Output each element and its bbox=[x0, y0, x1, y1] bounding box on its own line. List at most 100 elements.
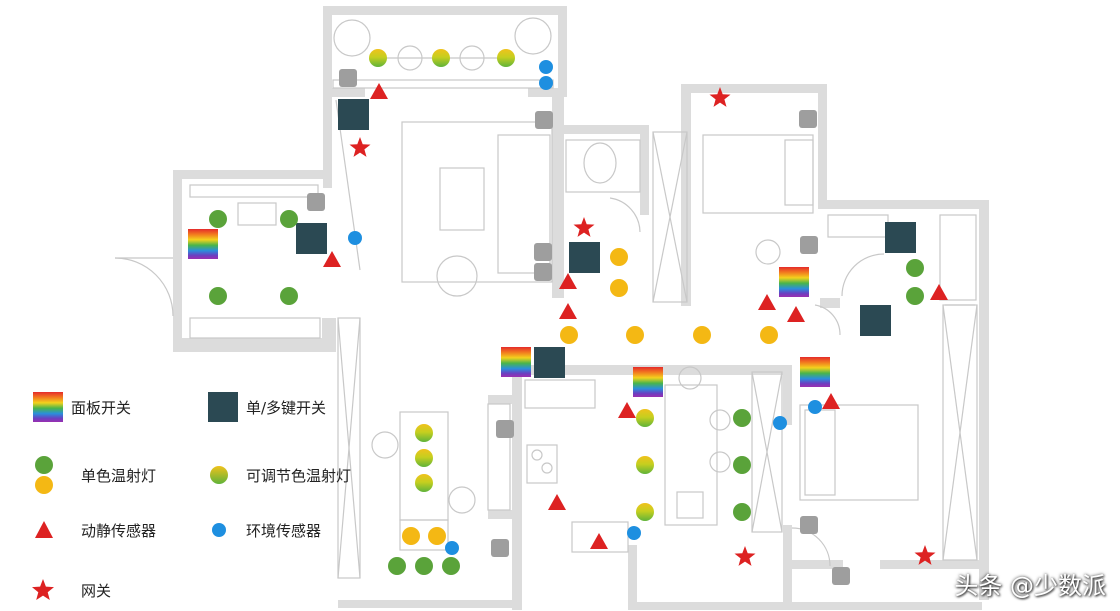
motion-sensor bbox=[370, 83, 388, 99]
legend-env-sensor: 环境传感器 bbox=[208, 519, 321, 541]
multi-key-switch bbox=[534, 347, 565, 378]
env-sensor bbox=[539, 76, 553, 90]
gray-devices bbox=[307, 69, 850, 585]
motion-sensor bbox=[590, 533, 608, 549]
multi-key-switch-swatch bbox=[208, 392, 238, 422]
single-light-swatch bbox=[35, 456, 53, 494]
legend-gateway: 网关 bbox=[31, 578, 111, 602]
panel-switch bbox=[800, 357, 830, 387]
single-light bbox=[733, 409, 751, 427]
single-light bbox=[733, 503, 751, 521]
single-light bbox=[760, 326, 778, 344]
panel-switch bbox=[779, 267, 809, 297]
legend-tunable-light: 可调节色温射灯 bbox=[208, 464, 351, 486]
tunable-light bbox=[415, 449, 433, 467]
single-light bbox=[610, 279, 628, 297]
single-light bbox=[209, 210, 227, 228]
single-light bbox=[906, 287, 924, 305]
single-light bbox=[280, 287, 298, 305]
motion-sensor bbox=[323, 251, 341, 267]
legend-single-color-light: 单色温射灯 bbox=[33, 455, 156, 495]
device bbox=[800, 516, 818, 534]
gateway-star bbox=[709, 87, 731, 107]
watermark: 头条 @少数派 bbox=[954, 572, 1106, 600]
env-sensor bbox=[808, 400, 822, 414]
legend-label: 单/多键开关 bbox=[246, 398, 327, 417]
tunable-light bbox=[369, 49, 387, 67]
device bbox=[339, 69, 357, 87]
legend-label: 可调节色温射灯 bbox=[246, 466, 352, 485]
device bbox=[534, 243, 552, 261]
legend-label: 网关 bbox=[81, 581, 112, 600]
gateway-star bbox=[734, 546, 756, 566]
tunable-light bbox=[415, 474, 433, 492]
single-light bbox=[610, 248, 628, 266]
env-sensor bbox=[348, 231, 362, 245]
env-sensor bbox=[773, 416, 787, 430]
motion-sensor bbox=[559, 273, 577, 289]
device bbox=[800, 236, 818, 254]
multi-key-switch bbox=[569, 242, 600, 273]
tunable-light bbox=[497, 49, 515, 67]
panel-switch bbox=[501, 347, 531, 377]
triangle-icon bbox=[35, 521, 53, 538]
tunable-light bbox=[636, 456, 654, 474]
motion-sensor bbox=[548, 494, 566, 510]
legend-label: 环境传感器 bbox=[246, 521, 322, 540]
legend-label: 单色温射灯 bbox=[81, 466, 157, 485]
tunable-light bbox=[636, 503, 654, 521]
single-light bbox=[388, 557, 406, 575]
single-light bbox=[209, 287, 227, 305]
multi-key-switch bbox=[338, 99, 369, 130]
device bbox=[799, 110, 817, 128]
env-sensor bbox=[445, 541, 459, 555]
device bbox=[496, 420, 514, 438]
single-yellow-lights bbox=[402, 248, 778, 545]
single-light bbox=[693, 326, 711, 344]
tunable-light bbox=[415, 424, 433, 442]
device bbox=[491, 539, 509, 557]
panel-switch-swatch bbox=[33, 392, 63, 422]
motion-sensor bbox=[822, 393, 840, 409]
tunable-light bbox=[432, 49, 450, 67]
single-light bbox=[560, 326, 578, 344]
furniture bbox=[114, 17, 978, 579]
panel-switches bbox=[188, 229, 830, 397]
single-light bbox=[733, 456, 751, 474]
env-sensor-swatch bbox=[212, 523, 226, 537]
motion-sensor bbox=[618, 402, 636, 418]
single-green-lights bbox=[209, 210, 924, 575]
env-sensor bbox=[539, 60, 553, 74]
motion-sensor bbox=[758, 294, 776, 310]
multi-key-switch bbox=[885, 222, 916, 253]
tunable-light-swatch bbox=[210, 466, 228, 484]
motion-sensor bbox=[787, 306, 805, 322]
single-light bbox=[442, 557, 460, 575]
device bbox=[832, 567, 850, 585]
star-icon bbox=[32, 579, 54, 600]
single-light bbox=[626, 326, 644, 344]
multi-key-switches bbox=[296, 99, 916, 378]
single-light bbox=[280, 210, 298, 228]
multi-key-switch bbox=[296, 223, 327, 254]
motion-sensors bbox=[323, 83, 948, 549]
env-sensor bbox=[627, 526, 641, 540]
device bbox=[534, 263, 552, 281]
gateway-star bbox=[914, 545, 936, 565]
device bbox=[307, 193, 325, 211]
single-light bbox=[906, 259, 924, 277]
legend-panel-switch: 面板开关 bbox=[33, 392, 131, 422]
legend-motion-sensor: 动静传感器 bbox=[33, 519, 156, 541]
single-light bbox=[415, 557, 433, 575]
single-light bbox=[428, 527, 446, 545]
legend-multi-key-switch: 单/多键开关 bbox=[208, 392, 326, 422]
motion-sensor bbox=[559, 303, 577, 319]
legend-label: 面板开关 bbox=[71, 398, 132, 417]
env-sensors bbox=[348, 60, 822, 555]
multi-key-switch bbox=[860, 305, 891, 336]
tunable-light bbox=[636, 409, 654, 427]
motion-sensor bbox=[930, 284, 948, 300]
device bbox=[535, 111, 553, 129]
gateway-star bbox=[573, 217, 595, 237]
